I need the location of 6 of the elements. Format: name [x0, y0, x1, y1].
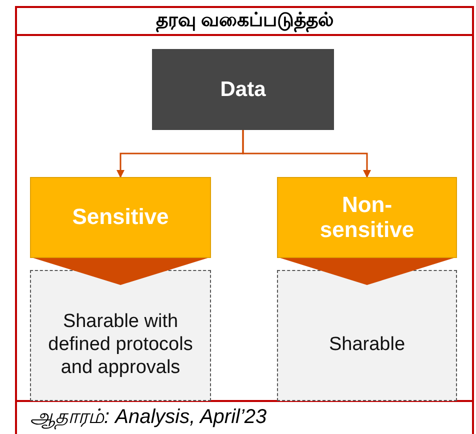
title: தரவு வகைப்படுத்தல் — [154, 9, 336, 34]
description-box: Sharable — [277, 270, 457, 401]
source-note: ஆதாரம்: Analysis, April’23 — [30, 405, 268, 430]
description-box: Sharable with defined protocols and approvals — [30, 270, 211, 401]
arrow — [242, 130, 371, 178]
category-box: Data — [152, 49, 334, 130]
